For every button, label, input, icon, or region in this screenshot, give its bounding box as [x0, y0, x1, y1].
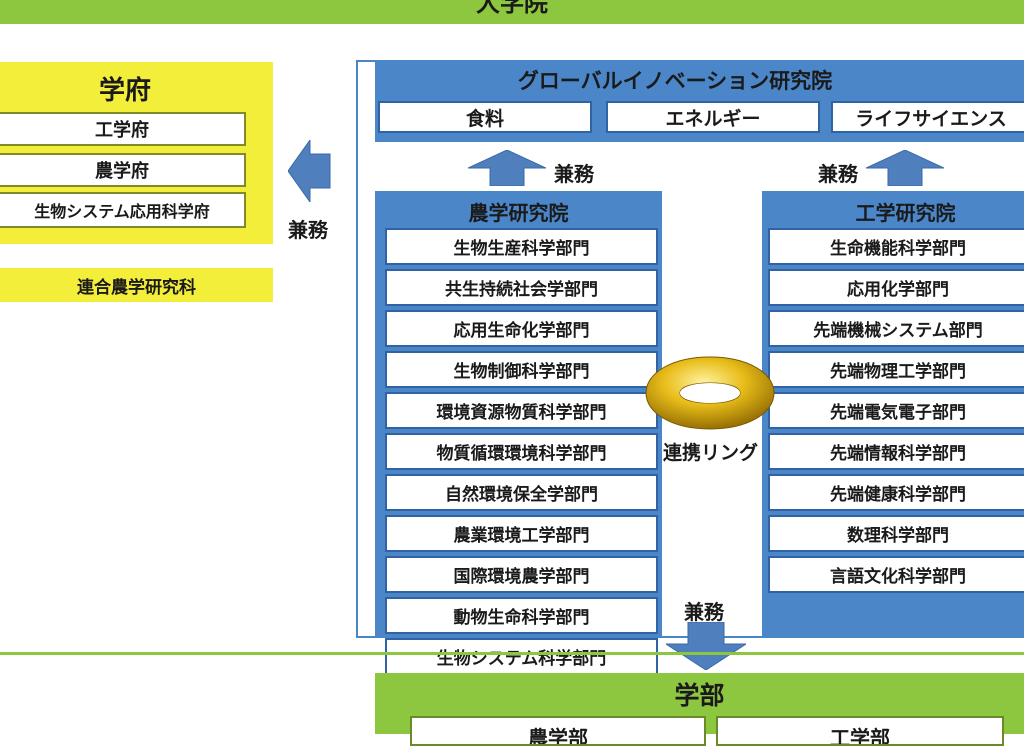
gakubu-title: 学部 — [674, 681, 725, 710]
kogaku-title: 工学研究院 — [855, 200, 956, 225]
kogaku-department: 生命機能科学部門 — [768, 228, 1024, 265]
kogaku-department: 先端健康科学部門 — [768, 474, 1024, 511]
kogaku-department: 先端物理工学部門 — [768, 351, 1024, 388]
kogaku-department: 数理科学部門 — [768, 515, 1024, 552]
kogaku-department: 応用化学部門 — [768, 269, 1024, 306]
gakufu-panel: 学府 工学府 農学府 生物システム応用科学府 — [0, 62, 273, 244]
up-arrow-icon-left — [468, 150, 546, 186]
kogaku-department: 言語文化科学部門 — [768, 556, 1024, 593]
gakufu-item: 農学府 — [0, 153, 246, 187]
left-arrow-icon — [288, 140, 331, 202]
collaboration-ring-icon — [645, 356, 775, 430]
nogaku-department: 自然環境保全学部門 — [385, 474, 658, 511]
nogaku-department: 動物生命科学部門 — [385, 597, 658, 634]
gakufu-item: 生物システム応用科学府 — [0, 192, 246, 228]
gakufu-item: 工学府 — [0, 112, 246, 146]
gakufu-title: 学府 — [98, 75, 151, 106]
kenmu-down-label: 兼務 — [684, 600, 724, 624]
nogaku-department: 生物生産科学部門 — [385, 228, 658, 265]
nogaku-department-list: 生物生産科学部門 共生持続社会学部門 応用生命化学部門 生物制御科学部門 環境資… — [385, 228, 658, 675]
joint-graduate-school: 連合農学研究科 — [0, 268, 273, 302]
kogaku-department: 先端情報科学部門 — [768, 433, 1024, 470]
kogaku-department: 先端機械システム部門 — [768, 310, 1024, 347]
gakubu-item-label: 工学部 — [830, 726, 890, 746]
gi-item-food: 食料 — [378, 101, 592, 133]
nogaku-department: 生物制御科学部門 — [385, 351, 658, 388]
down-arrow-icon — [666, 622, 746, 670]
kenmu-up-right-label: 兼務 — [818, 162, 858, 186]
gi-item-lifescience: ライフサイエンス — [831, 101, 1024, 133]
kenmu-up-left-label: 兼務 — [554, 162, 594, 186]
gi-item-energy: エネルギー — [606, 101, 820, 133]
nogaku-department: 国際環境農学部門 — [385, 556, 658, 593]
nogaku-department: 応用生命化学部門 — [385, 310, 658, 347]
nogaku-department: 農業環境工学部門 — [385, 515, 658, 552]
nogaku-department: 環境資源物質科学部門 — [385, 392, 658, 429]
collaboration-ring-label: 連携リング — [663, 442, 759, 464]
nogaku-department: 生物システム科学部門 — [385, 638, 658, 675]
nogaku-title: 農学研究院 — [468, 200, 569, 225]
kogaku-department-list: 生命機能科学部門 応用化学部門 先端機械システム部門 先端物理工学部門 先端電気… — [768, 228, 1024, 593]
nogaku-department: 共生持続社会学部門 — [385, 269, 658, 306]
gakubu-item-label: 農学部 — [528, 726, 588, 746]
graduate-school-header: 大学院 — [0, 0, 1024, 24]
gakubu-item: 農学部 — [410, 716, 706, 746]
kogaku-department: 先端電気電子部門 — [768, 392, 1024, 429]
graduate-school-title: 大学院 — [476, 0, 548, 17]
gakubu-item: 工学部 — [716, 716, 1004, 746]
nogaku-department: 物質循環環境科学部門 — [385, 433, 658, 470]
up-arrow-icon-right — [866, 150, 944, 186]
section-divider — [0, 652, 1024, 655]
kenmu-left-label: 兼務 — [288, 218, 328, 242]
global-innovation-title: グローバルイノベーション研究院 — [517, 69, 833, 93]
